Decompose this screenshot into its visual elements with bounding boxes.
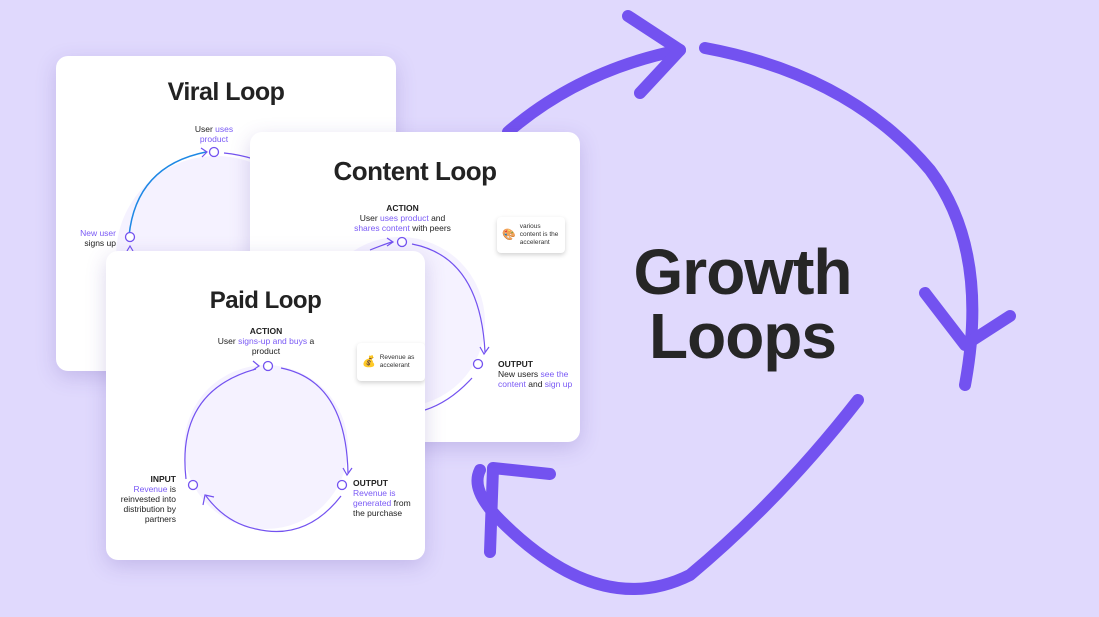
growth-loops-headline: Growth Loops <box>600 240 885 368</box>
paid-output-label: OUTPUT Revenue is generated from the pur… <box>353 478 411 518</box>
paid-input-label: INPUT Revenue is reinvested into distrib… <box>120 474 176 524</box>
paid-loop-title: Paid Loop <box>209 287 322 314</box>
viral-loop-title: Viral Loop <box>167 78 285 106</box>
content-action-label: ACTION User uses product and shares cont… <box>354 203 451 233</box>
headline-line-2: Loops <box>649 300 837 372</box>
content-loop-title: Content Loop <box>333 156 497 186</box>
node-circle <box>124 231 136 243</box>
viral-node-top-label: User uses product <box>194 124 234 144</box>
arrow-head-right-icon <box>919 287 1016 351</box>
arrow-head-top-icon <box>622 10 686 99</box>
paid-loop-diagram <box>184 360 353 533</box>
cycle-arc-top <box>502 44 686 138</box>
node-circle <box>208 146 220 158</box>
content-output-label: OUTPUT New users see the content and sig… <box>498 359 573 389</box>
paid-action-label: ACTION User signs-up and buys a product <box>217 326 315 356</box>
palette-icon: 🎨 <box>502 228 516 241</box>
content-accelerant-note: 🎨 various content is the accelerant <box>497 217 565 253</box>
paid-loop-card: Paid Loop ACTION User signs-up and buys … <box>106 251 425 560</box>
money-bag-icon: 💰 <box>362 355 376 368</box>
headline-line-1: Growth <box>633 236 853 308</box>
paid-accelerant-note: 💰 Revenue as accelerant <box>357 343 425 381</box>
arrow-head-bottom-icon <box>484 462 556 558</box>
